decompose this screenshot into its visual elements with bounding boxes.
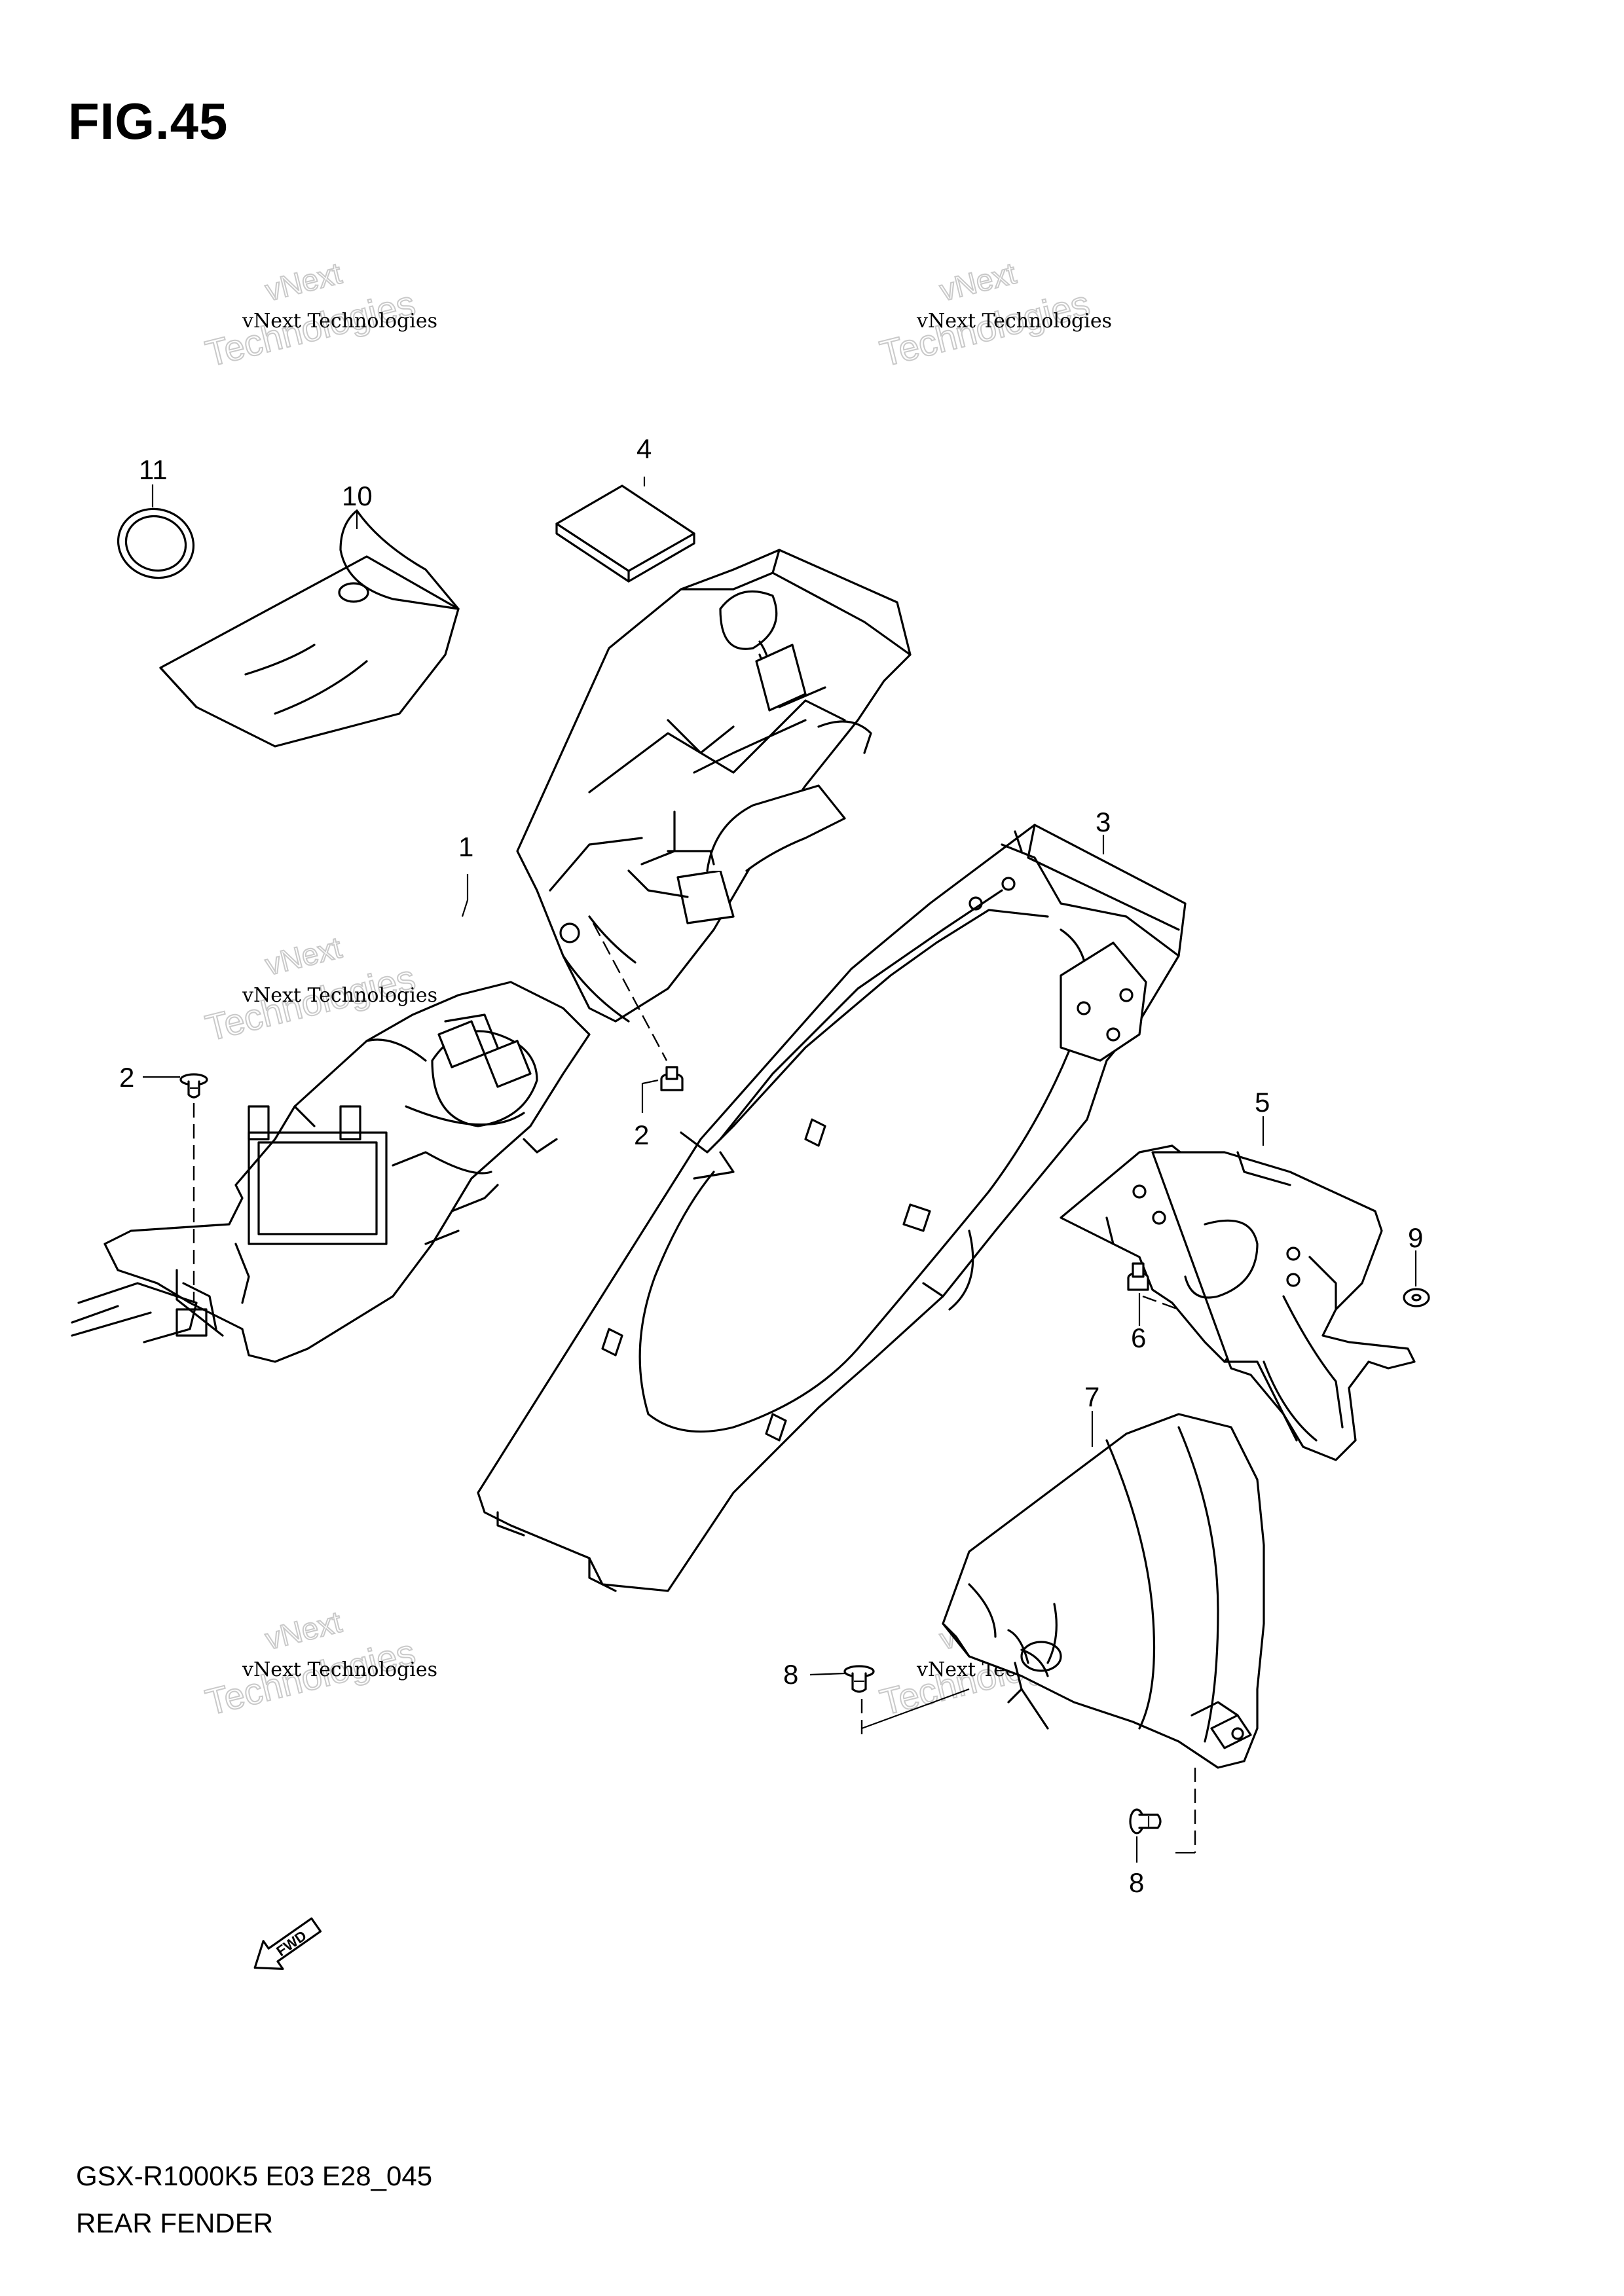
callouts: 11 10 4 1 2 2 3 5 9 6 7 8 8: [119, 433, 1423, 1898]
watermark-text: vNext: [262, 256, 345, 308]
part-3-inner-fender: [477, 824, 1187, 1592]
callout-6: 6: [1131, 1322, 1146, 1353]
callout-4: 4: [637, 433, 652, 464]
forward-direction-arrow: FWD: [253, 1917, 322, 1970]
callout-11: 11: [139, 454, 168, 485]
assembly-lines: [193, 922, 1196, 1854]
callout-1: 1: [458, 831, 473, 862]
callout-10: 10: [342, 481, 373, 511]
part-6-bolt: [1127, 1262, 1149, 1291]
watermark-text: vNext Technologies: [916, 310, 1112, 333]
figure-code: GSX-R1000K5 E03 E28_045: [76, 2160, 433, 2191]
part-4-pad: [555, 484, 695, 583]
watermark-text: vNext Technologies: [242, 1658, 437, 1681]
part-9-washer: [1403, 1288, 1430, 1307]
figure-title: FIG.45: [68, 92, 229, 150]
callout-9: 9: [1408, 1222, 1423, 1253]
callout-5: 5: [1255, 1087, 1270, 1118]
part-10-tool-bag: [159, 509, 460, 748]
watermark-text: vNext Technologies: [242, 310, 437, 333]
watermark: vNext Technologies vNext Technologies: [201, 255, 437, 375]
leader-lines: [143, 477, 1417, 1863]
callout-3: 3: [1096, 807, 1111, 837]
watermark: vNext Technologies vNext Technologies: [201, 1604, 437, 1724]
figure-name: REAR FENDER: [76, 2208, 274, 2238]
part-8-screw-lower: [1129, 1808, 1162, 1834]
part-2-screw-left: [179, 1073, 208, 1099]
watermark-text: vNext: [262, 1605, 345, 1656]
watermark-text: vNext: [262, 930, 345, 982]
part-8-screw-upper: [843, 1665, 875, 1693]
part-5-license-bracket: [1060, 1144, 1416, 1461]
callout-8-upper: 8: [783, 1659, 798, 1690]
watermark: vNext Technologies vNext Technologies: [876, 255, 1112, 375]
callout-7: 7: [1084, 1381, 1099, 1412]
callout-8-lower: 8: [1129, 1867, 1144, 1898]
part-1-rear-fender: [71, 549, 912, 1363]
watermark-text: vNext Technologies: [242, 984, 437, 1007]
callout-2-left: 2: [119, 1062, 134, 1093]
part-7-hugger: [942, 1413, 1265, 1769]
watermark-text: vNext: [936, 256, 1020, 308]
callout-2-mid: 2: [634, 1120, 649, 1150]
part-11-ring: [117, 507, 195, 579]
part-2-screw-mid: [660, 1066, 684, 1091]
